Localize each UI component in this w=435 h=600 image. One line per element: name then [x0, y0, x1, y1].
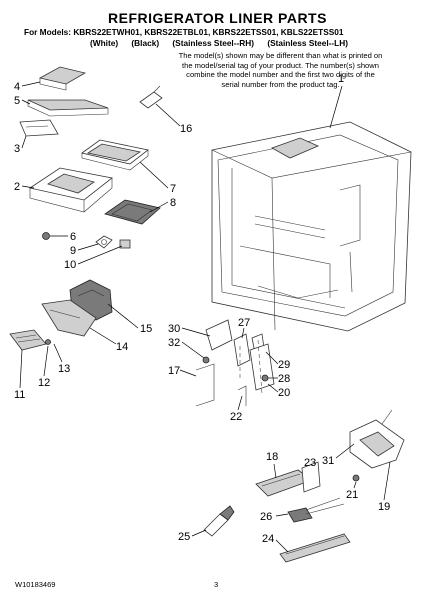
part-screw-6	[42, 232, 50, 240]
callout-21: 21	[346, 489, 358, 501]
callout-25: 25	[178, 531, 190, 543]
part-light-cover	[81, 139, 149, 171]
callout-20: 20	[278, 387, 290, 399]
page-title: REFRIGERATOR LINER PARTS	[108, 10, 327, 26]
part-socket-9	[95, 235, 113, 249]
callout-17: 17	[168, 365, 180, 377]
part-tube	[139, 85, 163, 109]
callout-labels: 1 4 5 16 3 2 7 8 6 9 10 15 14 13 12 11 3…	[14, 73, 391, 553]
callout-13: 13	[58, 363, 70, 375]
callout-16: 16	[180, 123, 192, 135]
callout-1: 1	[338, 73, 344, 85]
callout-22: 22	[230, 411, 242, 423]
callout-10: 10	[64, 259, 76, 271]
page-number: 3	[214, 580, 219, 589]
callout-29: 29	[278, 359, 290, 371]
document-number: W10183469	[15, 580, 56, 589]
part-strip	[27, 99, 109, 117]
part-control-housing	[28, 167, 113, 213]
part-right-assembly	[349, 409, 405, 482]
finish-stainless-rh: (Stainless Steel--RH)	[172, 38, 255, 48]
part-sensor-26	[287, 497, 345, 523]
callout-23: 23	[304, 457, 316, 469]
part-connector-10	[119, 239, 131, 249]
callout-6: 6	[70, 231, 76, 243]
finish-stainless-lh: (Stainless Steel--LH)	[267, 38, 349, 48]
part-label-plate	[19, 119, 59, 137]
callout-4: 4	[14, 81, 20, 93]
callout-2: 2	[14, 181, 20, 193]
part-hinge-bracket	[195, 319, 275, 407]
part-grille-11	[9, 329, 47, 351]
callout-31: 31	[322, 455, 334, 467]
callout-24: 24	[262, 533, 274, 545]
part-shield-14	[41, 299, 97, 337]
callout-11: 11	[14, 389, 25, 401]
model-note: The model(s) shown may be different than…	[178, 51, 383, 89]
callout-15: 15	[140, 323, 152, 335]
callout-8: 8	[170, 197, 176, 209]
callout-32: 32	[168, 337, 180, 349]
callout-9: 9	[70, 245, 76, 257]
callout-3: 3	[14, 143, 20, 155]
part-bracket-8	[104, 199, 161, 225]
liner-box	[211, 121, 412, 332]
callout-19: 19	[378, 501, 390, 513]
part-bracket-top	[38, 66, 87, 91]
models-line: For Models: KBRS22ETWH01, KBRS22ETBL01, …	[24, 27, 344, 37]
finish-black: (Black)	[131, 38, 160, 48]
part-screw-12	[45, 339, 51, 345]
callout-14: 14	[116, 341, 128, 353]
part-plug-25	[203, 505, 235, 537]
finish-white: (White)	[90, 38, 119, 48]
finish-list: (White) (Black) (Stainless Steel--RH) (S…	[90, 38, 359, 48]
callout-30: 30	[168, 323, 180, 335]
callout-12: 12	[38, 377, 50, 389]
callout-18: 18	[266, 451, 278, 463]
callout-26: 26	[260, 511, 272, 523]
callout-28: 28	[278, 373, 290, 385]
part-rail-24	[279, 533, 351, 563]
callout-7: 7	[170, 183, 176, 195]
part-bracket-23	[301, 461, 321, 493]
callout-5: 5	[14, 95, 20, 107]
callout-27: 27	[238, 317, 250, 329]
